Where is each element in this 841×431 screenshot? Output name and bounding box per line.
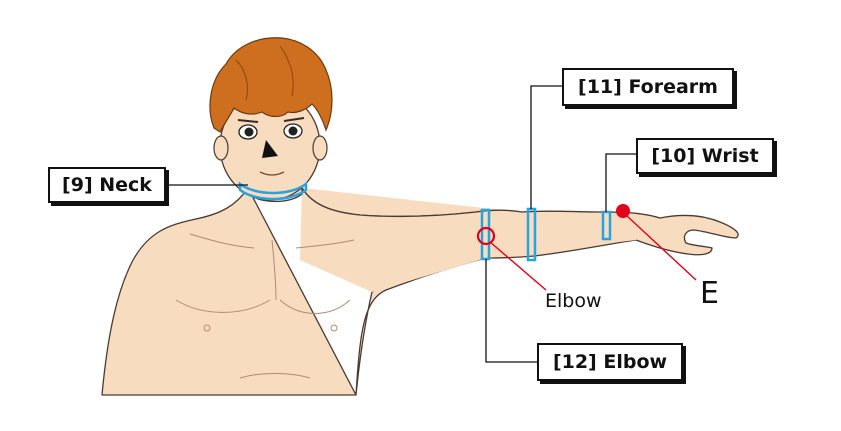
brow-right: [283, 117, 305, 122]
nose-marker: [262, 140, 278, 158]
brow-left: [237, 119, 259, 123]
elbow-sensor-label: [12] Elbow: [552, 351, 668, 373]
forearm-leader-line: [530, 85, 562, 209]
neck-label-box: [9] Neck: [48, 167, 166, 203]
elbow-marker-ring: [476, 226, 496, 246]
forearm-label-box: [11] Forearm: [562, 68, 734, 106]
nipple-right: [330, 324, 338, 332]
sternum-line: [271, 239, 277, 301]
pupil-left: [244, 127, 254, 137]
mouth: [259, 171, 285, 176]
collarbone-right: [295, 239, 355, 249]
ear-left: [213, 135, 229, 161]
arm-top-outline: [301, 187, 661, 219]
hair: [209, 37, 333, 133]
chest-line-left: [175, 299, 271, 313]
forearm-label: [11] Forearm: [578, 76, 718, 98]
pupil-right: [288, 126, 298, 136]
ear-right: [312, 135, 328, 161]
hair-strand: [235, 59, 249, 101]
wrist-leader-line: [605, 153, 636, 212]
chest-line-right: [279, 299, 351, 314]
neck-label: [9] Neck: [62, 174, 152, 196]
elbow-point-label: Elbow: [545, 290, 602, 312]
neck-sensor-band: [238, 181, 308, 201]
e-marker-point: [616, 204, 630, 218]
wrist-label: [10] Wrist: [651, 145, 759, 167]
elbow-point-leader-line: [489, 241, 547, 291]
wrist-label-box: [10] Wrist: [636, 138, 774, 174]
ab-line: [239, 373, 311, 379]
collarbone-left: [189, 233, 255, 249]
e-point-label: E: [700, 276, 719, 311]
hair-strand-2: [279, 45, 294, 97]
e-point-leader-line: [626, 215, 697, 281]
nipple-left: [203, 324, 211, 332]
elbow-sensor-label-box: [12] Elbow: [537, 343, 683, 381]
elbow12-leader-line: [485, 259, 537, 363]
